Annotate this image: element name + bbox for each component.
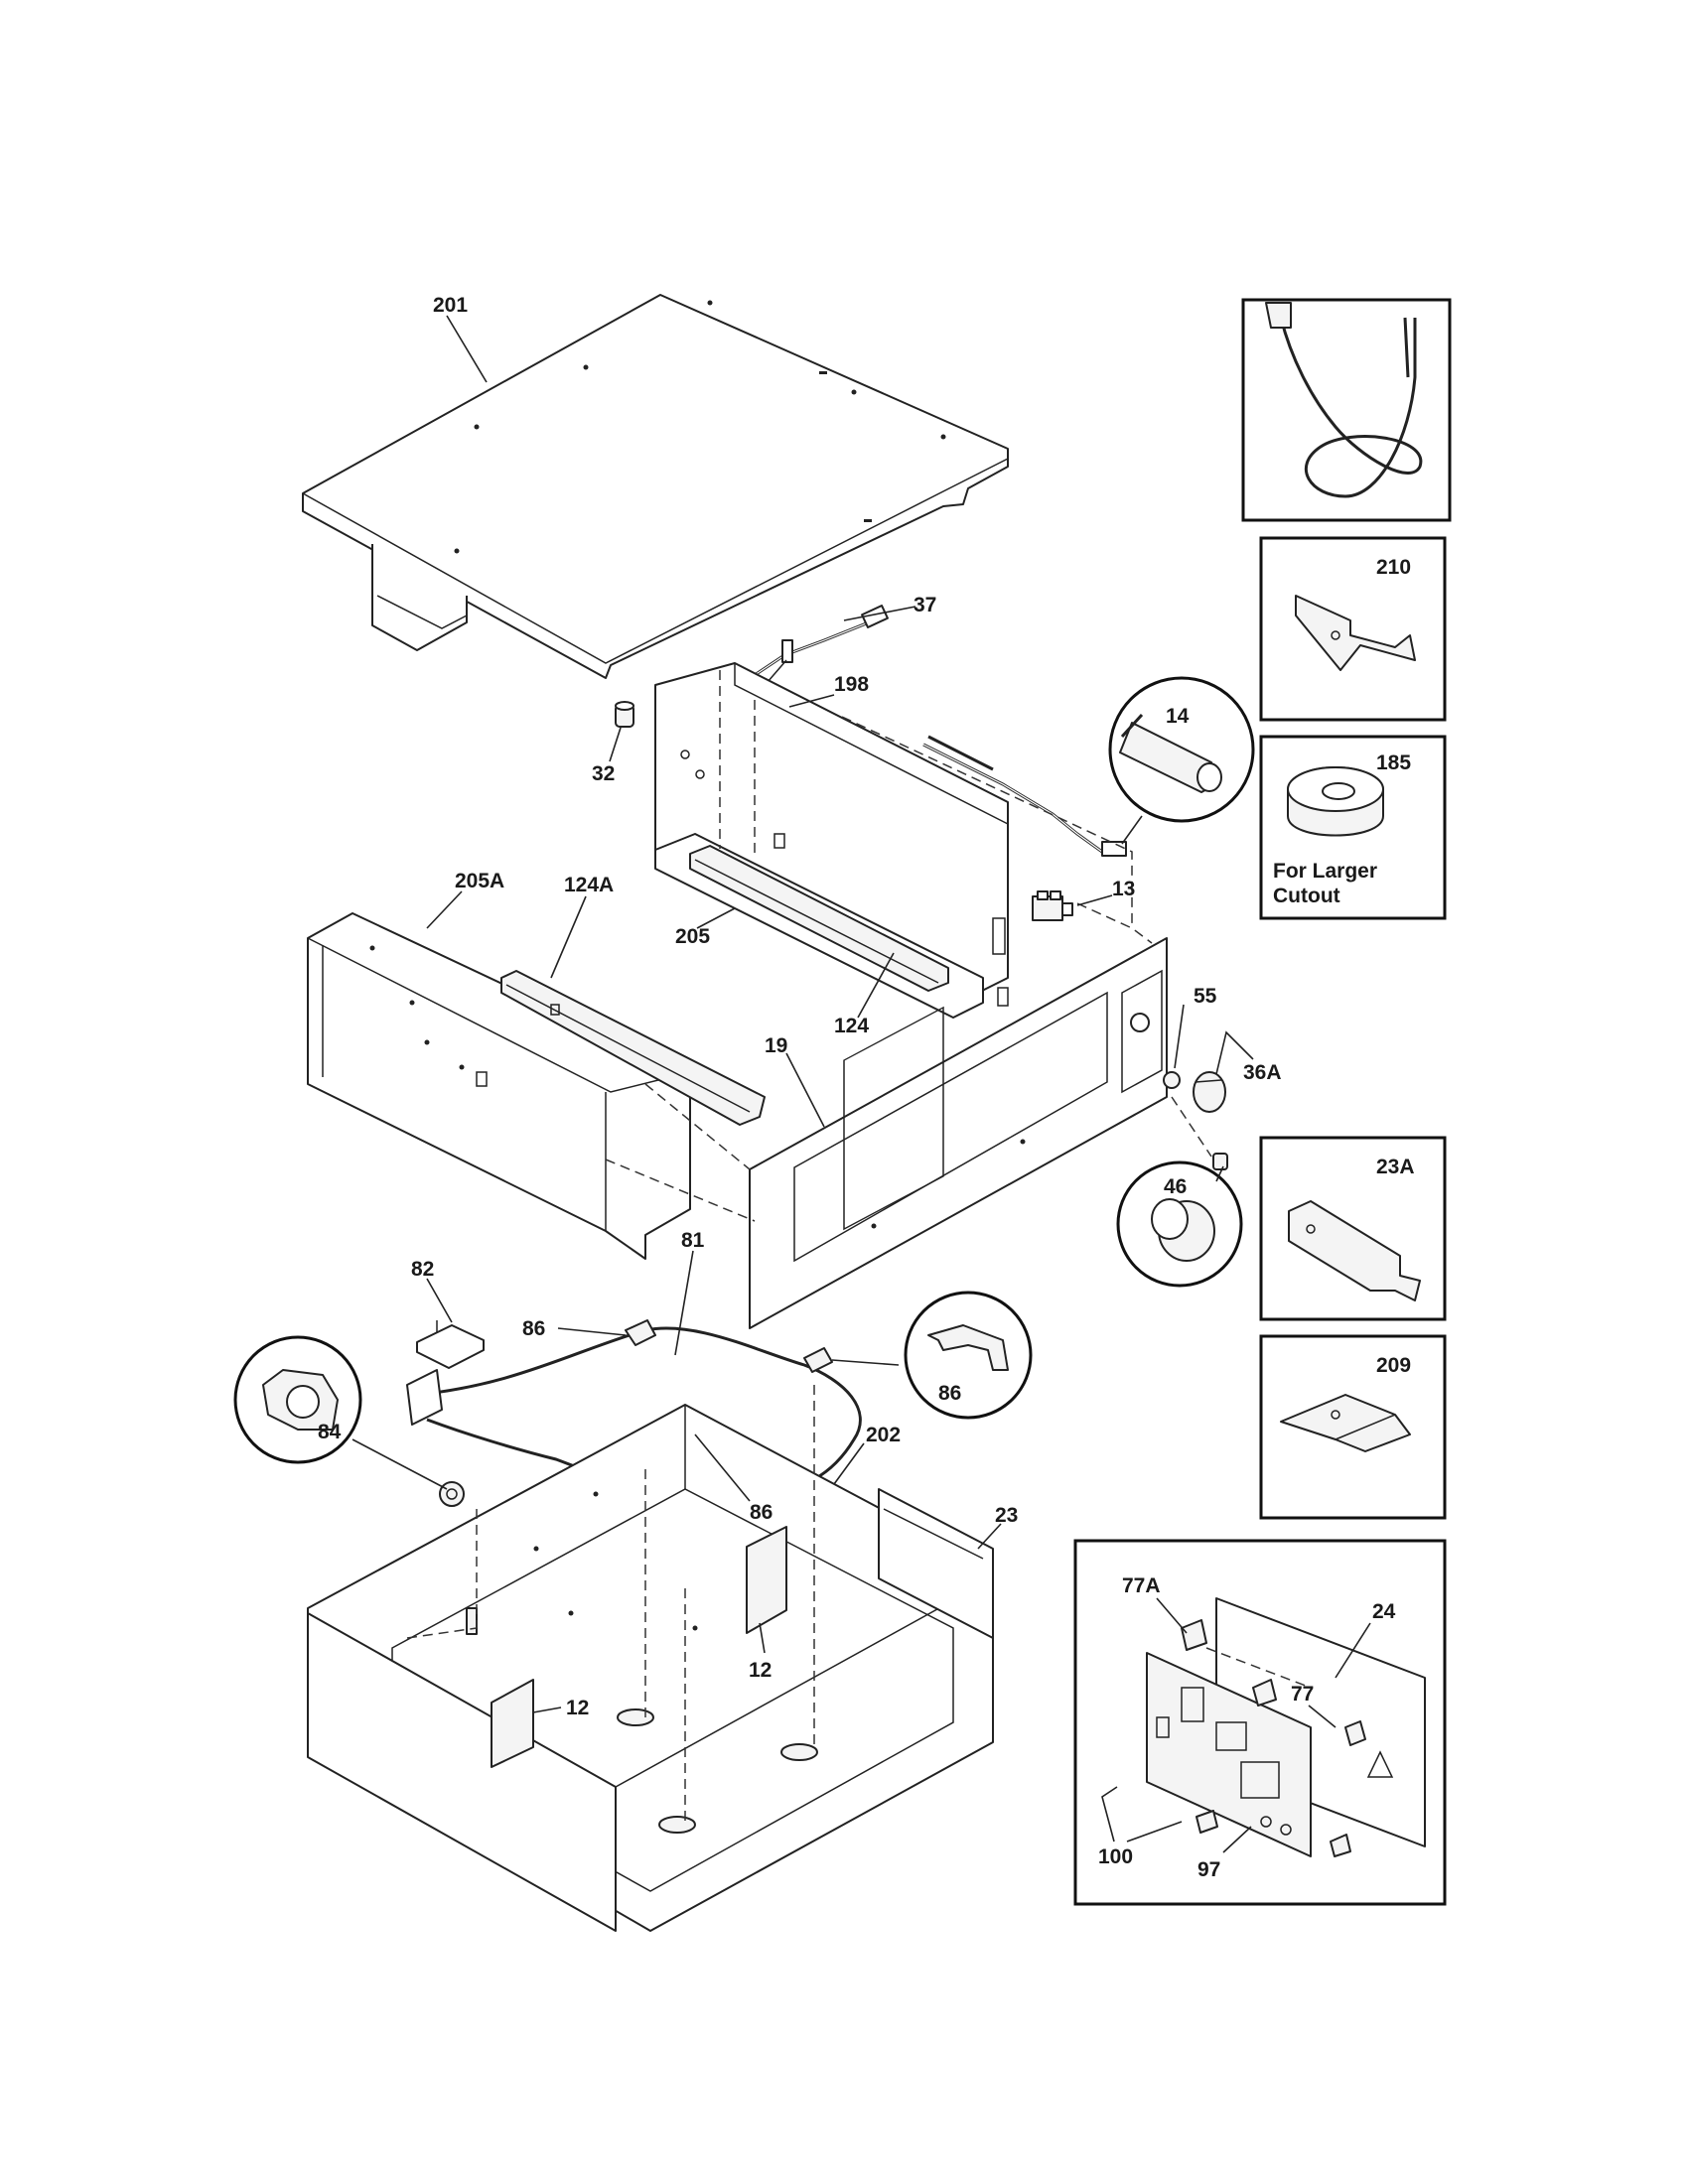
- part-205A-side-panel: [307, 912, 691, 1260]
- label-23A: 23A: [1376, 1156, 1415, 1178]
- label-14: 14: [1166, 705, 1190, 728]
- label-13: 13: [1112, 878, 1135, 900]
- label-81: 81: [681, 1229, 705, 1252]
- label-124A: 124A: [564, 874, 614, 896]
- label-24: 24: [1372, 1600, 1396, 1623]
- label-55: 55: [1194, 985, 1217, 1008]
- part-86-clip-a: [625, 1319, 656, 1346]
- inset-box-209: [1259, 1334, 1447, 1520]
- leader-lines: [352, 315, 1371, 1853]
- part-202-oven-cavity: [307, 1006, 994, 1932]
- assembly-guides: [406, 670, 1212, 1827]
- part-84-thermostat: [439, 1481, 465, 1507]
- callout-labels: 201 37 198 32 14 13 205A 124A 205 124 55…: [318, 294, 1415, 1881]
- label-205A: 205A: [455, 870, 504, 892]
- part-55-nut: [1163, 1071, 1181, 1089]
- part-205-control-housing: [654, 662, 1009, 1019]
- label-77: 77: [1291, 1683, 1314, 1706]
- inset-box-23A: [1259, 1136, 1447, 1321]
- part-124-slide-rail: [689, 845, 949, 992]
- part-86-clip-b: [803, 1347, 833, 1373]
- label-198: 198: [834, 673, 869, 696]
- label-12-left: 12: [566, 1697, 589, 1719]
- label-23: 23: [995, 1504, 1018, 1527]
- part-46-light-bulb: [1212, 1153, 1228, 1170]
- part-14-wire-harness: [922, 735, 1127, 857]
- label-124: 124: [834, 1015, 869, 1037]
- part-36A-knob: [1193, 1071, 1226, 1113]
- zoom-circle-84: [233, 1335, 362, 1464]
- label-37: 37: [914, 594, 936, 616]
- part-13-switch: [1032, 890, 1073, 921]
- label-86-left: 86: [522, 1317, 545, 1340]
- label-86-lower: 86: [750, 1501, 773, 1524]
- label-201: 201: [433, 294, 468, 317]
- part-19-front-frame: [749, 937, 1168, 1329]
- label-209: 209: [1376, 1354, 1411, 1377]
- label-100: 100: [1098, 1845, 1133, 1868]
- larger-cutout-note-line1: For Larger: [1273, 860, 1377, 883]
- label-32: 32: [592, 762, 615, 785]
- label-86-zoom: 86: [938, 1382, 961, 1405]
- label-185: 185: [1376, 751, 1411, 774]
- part-32-bushing: [615, 701, 634, 728]
- label-82: 82: [411, 1258, 434, 1281]
- part-37-sensor-wire: [754, 605, 889, 698]
- part-12-insulation-a: [746, 1526, 787, 1634]
- inset-box-210: [1259, 536, 1447, 722]
- part-124A-slide-rail: [500, 970, 766, 1126]
- part-201-top-panel: [302, 294, 1009, 679]
- inset-box-185: For Larger Cutout: [1259, 735, 1447, 920]
- label-77A: 77A: [1122, 1574, 1161, 1597]
- label-202: 202: [866, 1424, 901, 1446]
- inset-box-24-control-board: [1073, 1539, 1447, 1906]
- zoom-circle-86: [904, 1291, 1033, 1420]
- inset-power-cord-box: [1241, 298, 1452, 522]
- label-84: 84: [318, 1421, 342, 1443]
- label-97: 97: [1197, 1858, 1220, 1881]
- label-19: 19: [765, 1034, 787, 1057]
- zoom-circle-14: [1108, 676, 1255, 845]
- part-12-insulation-b: [491, 1679, 534, 1768]
- label-210: 210: [1376, 556, 1411, 579]
- label-36A: 36A: [1243, 1061, 1282, 1084]
- part-23-side-insulation: [878, 1488, 994, 1639]
- label-205: 205: [675, 925, 710, 948]
- label-12-center: 12: [749, 1659, 772, 1682]
- larger-cutout-note-line2: Cutout: [1273, 885, 1340, 907]
- zoom-circle-46: [1116, 1160, 1243, 1288]
- label-46: 46: [1164, 1175, 1187, 1198]
- part-82-bracket: [416, 1320, 485, 1369]
